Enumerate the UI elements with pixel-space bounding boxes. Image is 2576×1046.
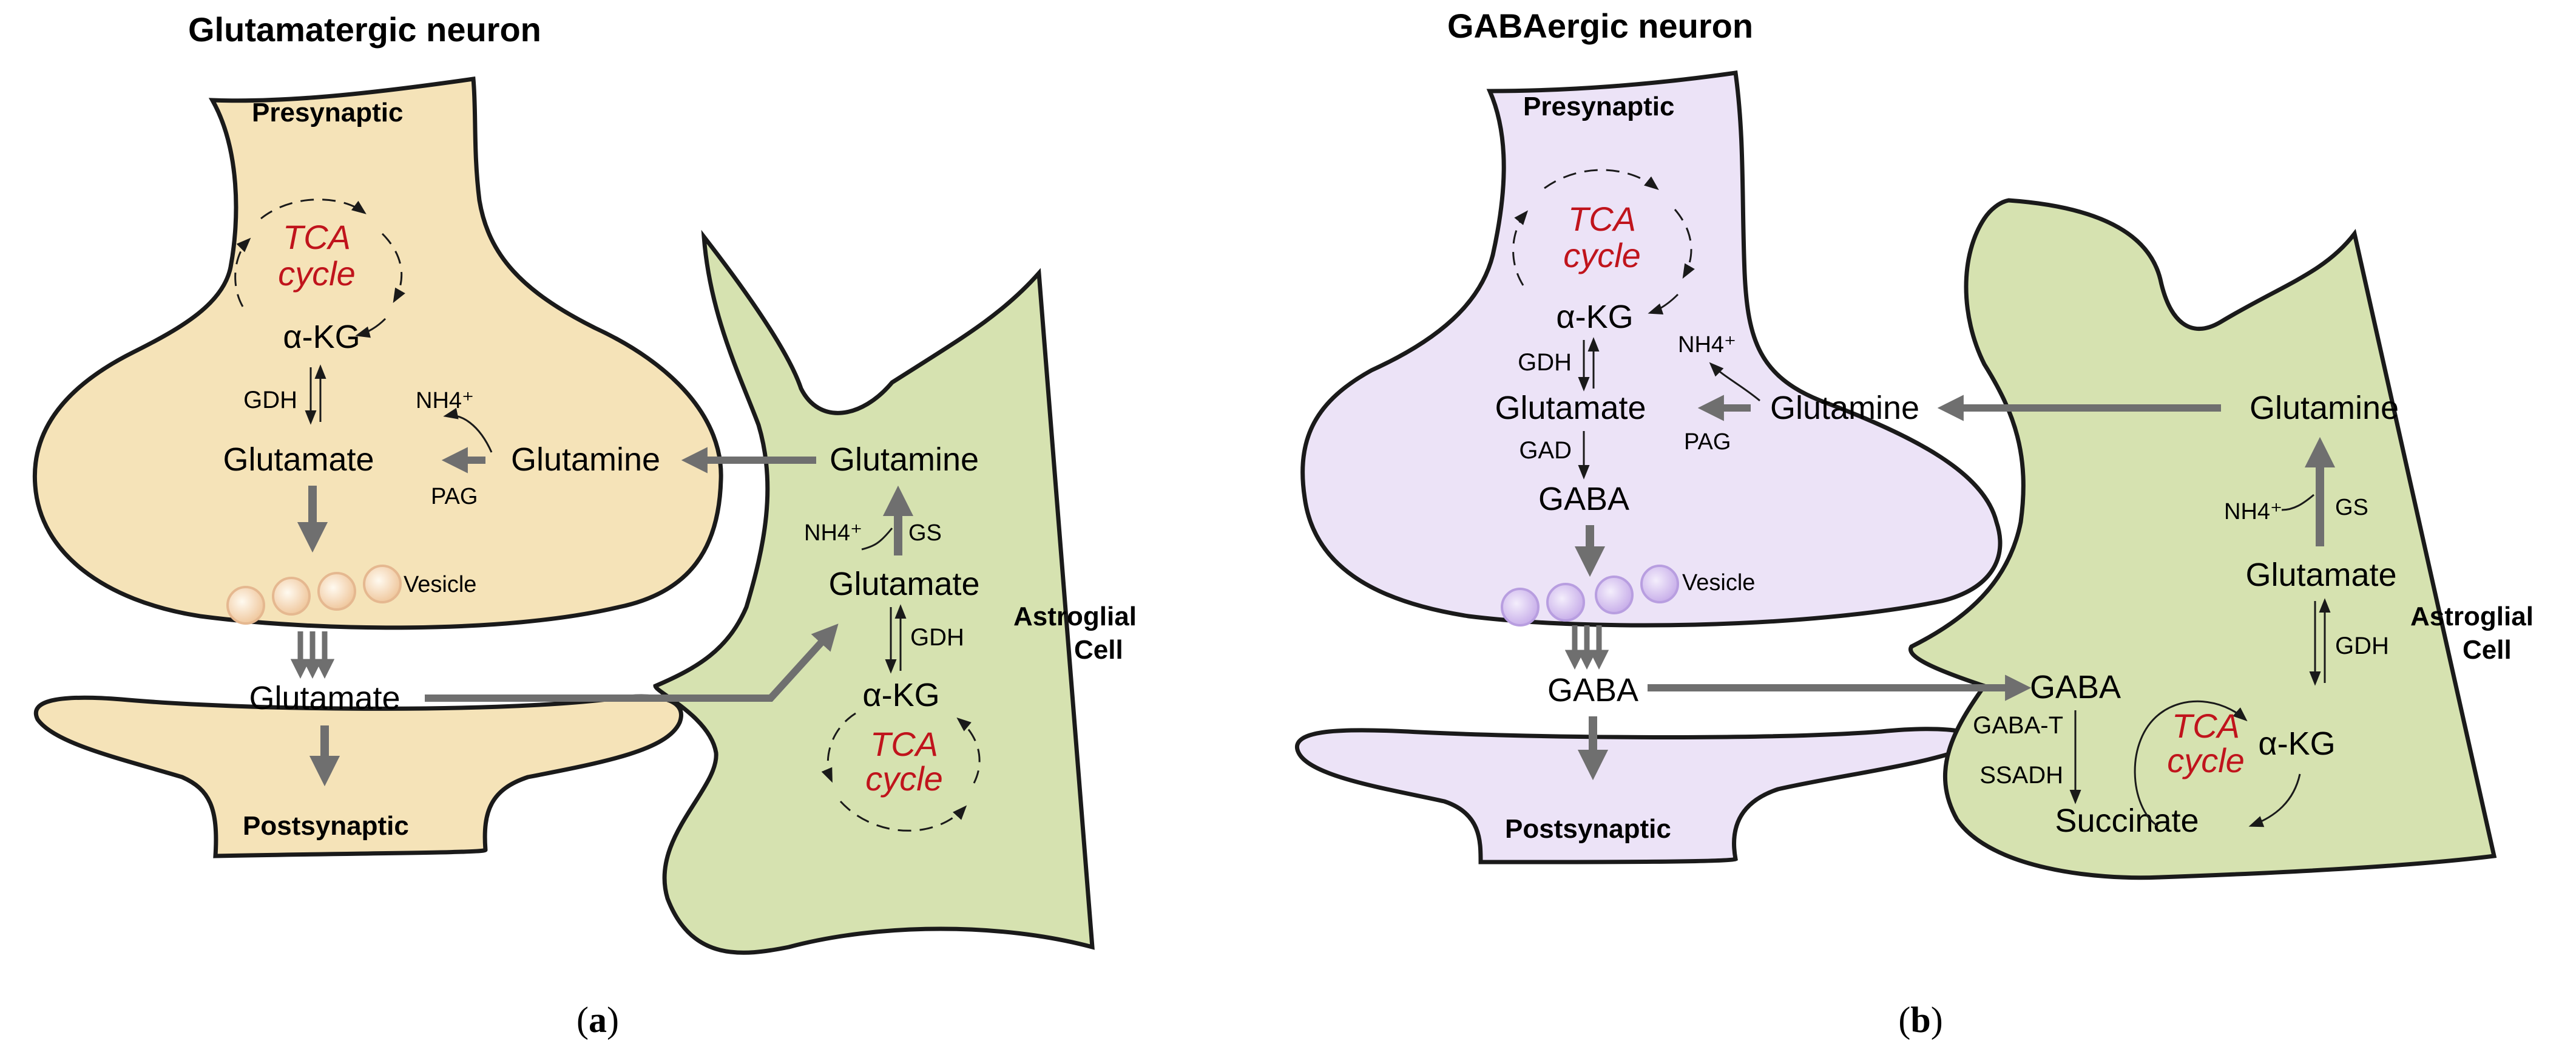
gs-astro-b: GS <box>2335 495 2368 520</box>
vesicle-label-a: Vesicle <box>404 572 476 597</box>
pag-neuron-b: PAG <box>1684 429 1731 455</box>
gs-astro-a: GS <box>908 520 942 546</box>
nh4-neuron-b: NH4⁺ <box>1678 332 1736 358</box>
presynaptic-label-a: Presynaptic <box>252 98 403 127</box>
astro-tca-cycle-a: TCA cycle <box>821 712 981 832</box>
astroglial-cell-b <box>1908 198 2497 880</box>
gaba-neuron-b: GABA <box>1538 481 1629 517</box>
glutamate-neuron-b: Glutamate <box>1495 390 1646 426</box>
akg-neuron-b: α-KG <box>1556 299 1633 335</box>
panel-a-title: Glutamatergic neuron <box>188 10 541 49</box>
akg-astro-b: α-KG <box>2258 725 2335 762</box>
astroglial-label-line2-a: Cell <box>1074 635 1123 665</box>
glutamine-neuron-b: Glutamine <box>1770 390 1919 426</box>
tca-label-line2-a: cycle <box>278 254 356 293</box>
pag-neuron-a: PAG <box>431 484 478 509</box>
gaba-astro-b: GABA <box>2030 669 2121 705</box>
tca-label-line1-b: TCA <box>1568 200 1636 238</box>
release-arrows-a <box>290 631 335 679</box>
glutamate-astro-a: Glutamate <box>828 566 979 602</box>
succinate-astro-b: Succinate <box>2055 803 2199 839</box>
presynaptic-label-b: Presynaptic <box>1523 92 1674 121</box>
panel-a: Glutamatergic neuron Presynaptic Postsyn… <box>32 10 1137 1040</box>
glutamatergic-presynaptic-terminal <box>32 76 723 630</box>
gdh-neuron-a: GDH <box>243 387 297 413</box>
gabaergic-presynaptic-terminal <box>1300 70 2003 628</box>
tca-astro-line2-b: cycle <box>2167 741 2245 779</box>
tca-astro-line1-b: TCA <box>2172 707 2240 745</box>
glutamate-astro-b: Glutamate <box>2245 557 2396 593</box>
gdh-neuron-b: GDH <box>1518 349 1572 376</box>
gaba-cleft-b: GABA <box>1547 672 1638 708</box>
postsynaptic-label-b: Postsynaptic <box>1505 814 1671 844</box>
ssadh-astro-b: SSADH <box>1979 762 2063 789</box>
gaba-t-astro-b: GABA-T <box>1973 712 2063 739</box>
astroglial-label-line1-b: Astroglial <box>2410 602 2534 631</box>
tca-astro-line1-a: TCA <box>870 725 938 763</box>
vesicle-label-b: Vesicle <box>1682 570 1755 596</box>
neuron-tca-cycle-a: TCA cycle <box>234 199 405 338</box>
postsynaptic-label-a: Postsynaptic <box>243 811 409 841</box>
caption-a: (a) <box>576 1000 619 1040</box>
gad-neuron-b: GAD <box>1519 437 1572 464</box>
astroglial-label-line1-a: Astroglial <box>1013 602 1137 631</box>
glutamine-neuron-a: Glutamine <box>511 441 660 478</box>
glutamine-astro-a: Glutamine <box>830 441 979 478</box>
astroglial-cell-a <box>653 229 1095 955</box>
vesicles-a <box>226 565 402 625</box>
nh4-astro-b: NH4⁺ <box>2224 499 2282 525</box>
glutamine-astro-b: Glutamine <box>2250 390 2399 426</box>
caption-b: (b) <box>1898 1000 1942 1040</box>
tca-label-line1-a: TCA <box>283 218 351 256</box>
gdh-astro-b: GDH <box>2335 633 2389 659</box>
astro-tca-cycle-b: TCA cycle <box>2134 700 2301 827</box>
glutamatergic-postsynaptic-terminal <box>34 694 683 858</box>
panel-b: GABAergic neuron Presynaptic Postsynapti… <box>1295 7 2534 1040</box>
gabaergic-postsynaptic-terminal <box>1295 727 1986 864</box>
glutamate-neuron-a: Glutamate <box>223 441 374 478</box>
nh4-neuron-a: NH4⁺ <box>416 388 474 413</box>
release-arrows-b <box>1564 625 1609 670</box>
panel-b-title: GABAergic neuron <box>1447 7 1753 45</box>
nh4-astro-a: NH4⁺ <box>804 520 862 546</box>
neuron-tca-cycle-b: TCA cycle <box>1512 169 1695 315</box>
vesicles-b <box>1501 565 1679 627</box>
glutamate-cleft-a: Glutamate <box>249 680 400 716</box>
gdh-astro-a: GDH <box>910 624 964 651</box>
akg-neuron-a: α-KG <box>283 319 360 355</box>
akg-astro-a: α-KG <box>862 677 939 713</box>
tca-astro-line2-a: cycle <box>865 759 943 798</box>
tca-label-line2-b: cycle <box>1563 236 1641 274</box>
astroglial-label-line2-b: Cell <box>2463 635 2512 665</box>
